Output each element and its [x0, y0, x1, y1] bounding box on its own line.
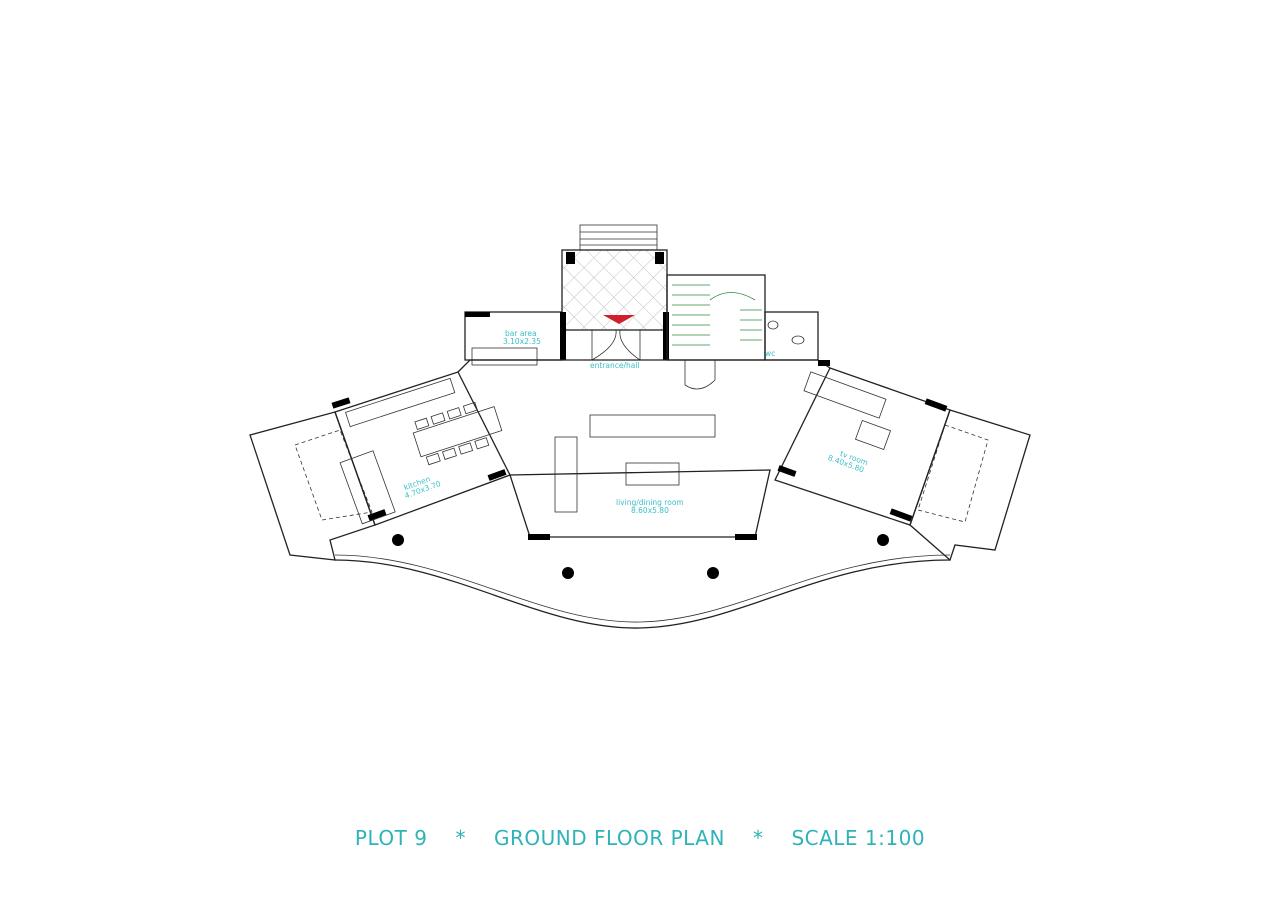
separator: *: [455, 826, 466, 850]
left-terrace-dashed: [294, 429, 373, 521]
living-name: living/dining room: [616, 498, 684, 507]
tv-room-walls: [774, 367, 951, 526]
dining-table: [412, 401, 503, 466]
curved-balcony: [334, 559, 951, 629]
tv-sofa: [803, 371, 887, 419]
plan-title: GROUND FLOOR PLAN: [493, 826, 725, 850]
bar-area-size: 3.10x2.35: [503, 337, 541, 346]
entrance-steps: [579, 224, 658, 251]
kitchen-counter-top: [345, 377, 456, 428]
right-terrace: [909, 409, 1031, 562]
living-walls: [457, 359, 831, 373]
kitchen-walls: [334, 371, 511, 526]
tv-table: [854, 419, 892, 451]
entrance-marker: [603, 315, 635, 324]
entrance-door: [591, 329, 641, 361]
plot-label: PLOT 9: [354, 826, 428, 850]
sofa-top: [589, 414, 716, 438]
entrance-label: entrance/hall: [590, 361, 640, 370]
bar-area-name: bar area: [505, 329, 537, 338]
kitchen-counter: [339, 450, 396, 525]
coffee-table: [625, 462, 680, 486]
stair-treads: [672, 284, 762, 346]
wc-label: wc: [765, 349, 775, 358]
living-size: 8.60x5.80: [631, 506, 669, 515]
plan-caption: PLOT 9 * GROUND FLOOR PLAN * SCALE 1:100: [0, 826, 1280, 850]
right-terrace-dashed: [917, 424, 989, 523]
wall-piers: [331, 360, 948, 540]
columns: [392, 534, 889, 579]
left-terrace: [249, 411, 376, 561]
sofa-left: [554, 436, 578, 513]
curved-balcony-inner: [334, 554, 951, 623]
bar-counter: [471, 347, 538, 366]
separator: *: [752, 826, 764, 850]
scale-label: SCALE 1:100: [791, 826, 926, 850]
staircase: [666, 274, 766, 361]
